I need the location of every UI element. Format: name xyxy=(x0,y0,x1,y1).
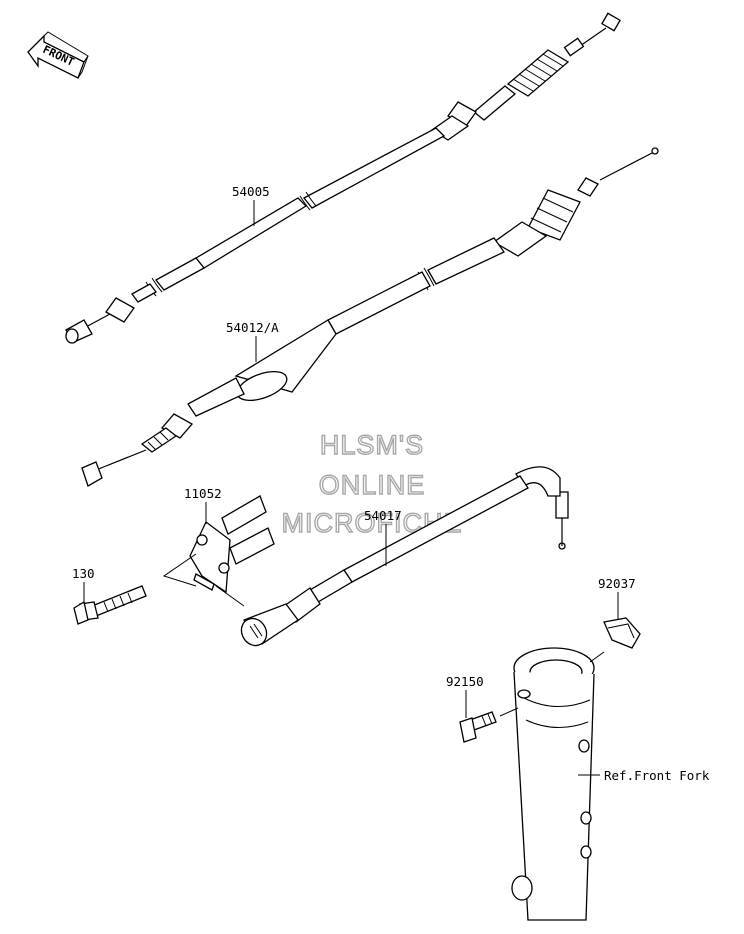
front-arrow-icon: FRONT xyxy=(27,31,89,79)
callout-labels: 54005 54012/A 54017 11052 130 92037 9215… xyxy=(72,184,710,783)
callout-ref-front-fork: Ref.Front Fork xyxy=(604,768,710,783)
callout-11052: 11052 xyxy=(184,486,222,501)
callout-54005: 54005 xyxy=(232,184,270,199)
front-fork-part xyxy=(511,647,595,921)
callout-92150: 92150 xyxy=(446,674,484,689)
callout-130: 130 xyxy=(72,566,95,581)
bolt-part xyxy=(73,585,147,625)
choke-cable-part xyxy=(240,466,569,647)
watermark-line-1: HLSM'S xyxy=(320,430,424,460)
callout-92037: 92037 xyxy=(598,576,636,591)
clamp-bolt-part xyxy=(459,711,497,743)
leader-lines xyxy=(83,200,619,776)
throttle-cable-part xyxy=(81,147,659,487)
cable-clamp-part xyxy=(603,617,641,649)
bracket-part xyxy=(189,495,275,594)
watermark-line-2: ONLINE xyxy=(319,470,426,500)
callout-54012-a: 54012/A xyxy=(226,320,279,335)
clutch-cable-part xyxy=(65,12,621,344)
callout-54017: 54017 xyxy=(364,508,402,523)
